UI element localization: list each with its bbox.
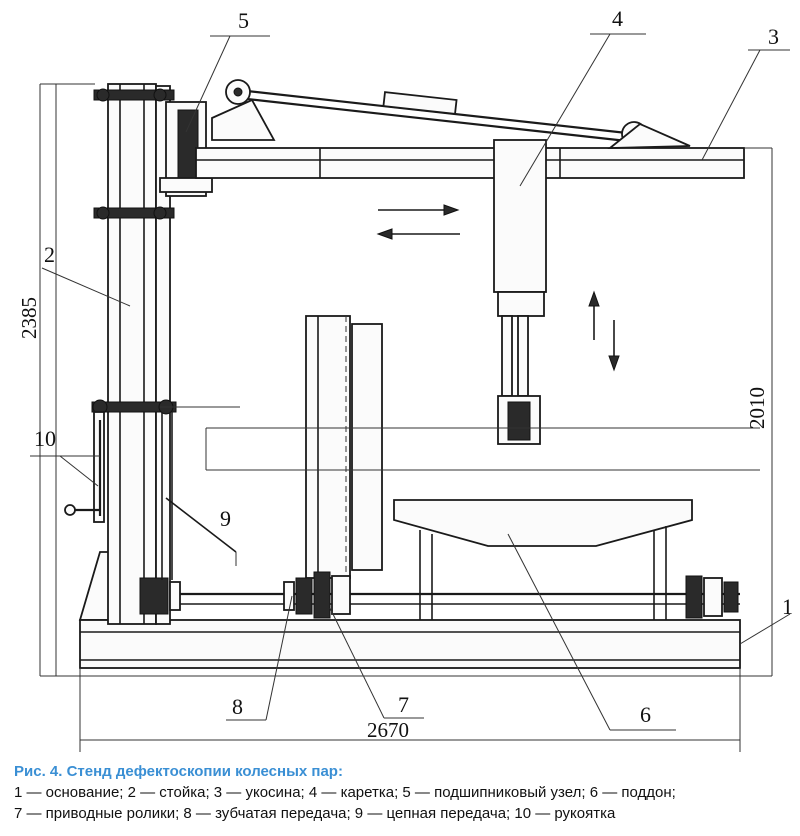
bearing-unit bbox=[159, 101, 213, 197]
dimension-width-bottom: 2670 bbox=[367, 718, 409, 742]
drive-rollers bbox=[139, 571, 739, 619]
callout-2: 2 bbox=[44, 242, 55, 267]
callout-10: 10 bbox=[34, 426, 56, 451]
caption-title: Рис. 4. Стенд дефектоскопии колесных пар… bbox=[14, 763, 343, 780]
callout-7: 7 bbox=[398, 692, 409, 717]
callout-9: 9 bbox=[220, 506, 231, 531]
dimension-height-right: 2010 bbox=[745, 387, 769, 429]
callout-5: 5 bbox=[238, 8, 249, 33]
base bbox=[78, 551, 741, 752]
callout-4: 4 bbox=[612, 6, 623, 31]
dimension-lines bbox=[55, 84, 740, 741]
crank-handle bbox=[64, 411, 105, 523]
column bbox=[91, 83, 177, 625]
leader-lines bbox=[30, 33, 791, 731]
callout-8: 8 bbox=[232, 694, 243, 719]
chain-drive bbox=[161, 412, 237, 580]
dimension-height-left: 2385 bbox=[17, 297, 41, 339]
callout-1: 1 bbox=[782, 594, 793, 619]
jib-arm bbox=[195, 79, 745, 179]
motion-arrows bbox=[376, 204, 620, 372]
caption-legend-line-2: 7 — приводные ролики; 8 — зубчатая перед… bbox=[14, 805, 616, 822]
wheelset bbox=[160, 315, 760, 579]
carriage bbox=[493, 139, 547, 445]
figure-caption: Рис. 4. Стенд дефектоскопии колесных пар… bbox=[14, 762, 794, 824]
callout-6: 6 bbox=[640, 702, 651, 727]
callout-3: 3 bbox=[768, 24, 779, 49]
stand-drawing: 5 4 3 2 10 9 8 7 6 1 2385 2010 2670 bbox=[17, 6, 793, 752]
tray bbox=[393, 499, 693, 620]
caption-legend-line-1: 1 — основание; 2 — стойка; 3 — укосина; … bbox=[14, 784, 676, 801]
outer-frame bbox=[39, 83, 773, 677]
